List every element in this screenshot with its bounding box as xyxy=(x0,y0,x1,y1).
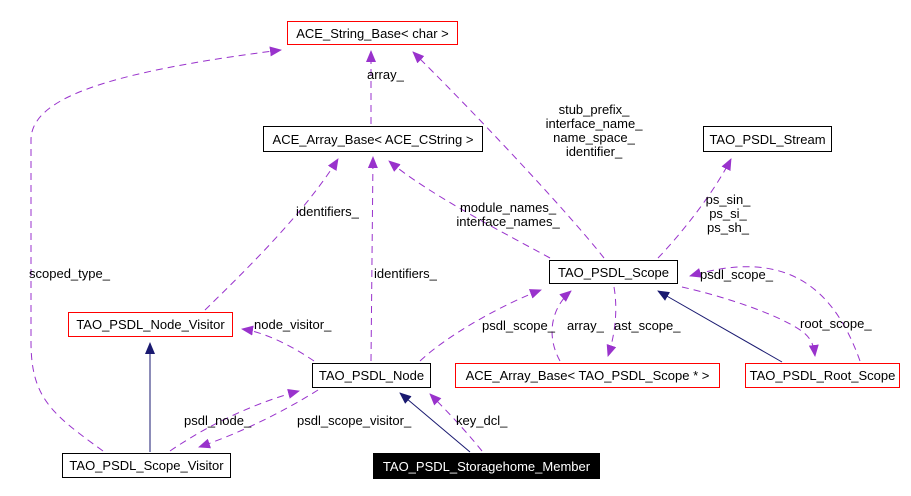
edge-psdl-node-usage xyxy=(169,389,300,452)
edge-label-node-visitor: node_visitor_ xyxy=(254,317,332,332)
edge-label-module-names-block: module_names_ interface_names_ xyxy=(456,200,560,229)
edge-module-names-usage xyxy=(388,160,551,259)
edge-scoped-type-usage xyxy=(30,46,282,452)
edge-label-psdl-scope-from-root: psdl_scope_ xyxy=(700,267,773,282)
edge-label-scoped-type: scoped_type_ xyxy=(29,266,110,281)
edge-label-stub-prefix-block: stub_prefix_ interface_name_ name_space_… xyxy=(545,102,643,159)
edge-label-psdl-scope-visitor: psdl_scope_visitor_ xyxy=(297,413,412,428)
edge-identifiers-node-usage xyxy=(367,156,378,362)
edge-label-key-dcl: key_dcl_ xyxy=(456,413,508,428)
edge-storagehomemember-inherits-node xyxy=(399,392,471,453)
edge-label-ps-block: ps_sin_ ps_si_ ps_sh_ xyxy=(705,192,751,235)
edge-ast-scope-usage xyxy=(606,286,617,357)
edge-label-psdl-node: psdl_node_ xyxy=(184,413,252,428)
edge-ps-stream-usage xyxy=(657,158,732,259)
node-ace-array-base-scope-ptr[interactable]: ACE_Array_Base< TAO_PSDL_Scope * > xyxy=(455,363,720,388)
node-ace-array-base-cstring[interactable]: ACE_Array_Base< ACE_CString > xyxy=(263,126,483,152)
edge-label-root-scope: root_scope_ xyxy=(800,316,872,331)
edge-label-array-scope: array_ xyxy=(567,318,604,333)
edge-key-dcl-usage xyxy=(429,393,483,452)
node-tao-psdl-scope-visitor[interactable]: TAO_PSDL_Scope_Visitor xyxy=(62,453,231,478)
edge-psdl-scope-from-root-usage xyxy=(689,266,861,362)
node-tao-psdl-storagehome-member: TAO_PSDL_Storagehome_Member xyxy=(373,453,600,479)
node-tao-psdl-root-scope[interactable]: TAO_PSDL_Root_Scope xyxy=(745,363,900,388)
edge-node-visitor-usage xyxy=(241,325,315,362)
edge-label-array-string: array_ xyxy=(367,67,404,82)
edge-identifiers-nodevisitor-usage xyxy=(204,158,339,311)
edge-label-psdl-scope-from-node: psdl_scope_ xyxy=(482,318,555,333)
edge-stub-prefix-usage xyxy=(412,51,605,259)
edge-label-identifiers-node: identifiers_ xyxy=(374,266,437,281)
node-tao-psdl-node-visitor[interactable]: TAO_PSDL_Node_Visitor xyxy=(68,312,233,337)
edge-rootscope-inherits-scope xyxy=(657,290,783,363)
edge-array-scope-usage xyxy=(551,290,572,362)
node-tao-psdl-scope[interactable]: TAO_PSDL_Scope xyxy=(549,260,678,284)
node-tao-psdl-node[interactable]: TAO_PSDL_Node xyxy=(312,363,431,388)
edge-root-scope-usage xyxy=(681,286,819,357)
edge-psdl-scope-visitor-usage xyxy=(198,389,319,449)
edge-label-ast-scope: ast_scope_ xyxy=(614,318,681,333)
node-tao-psdl-stream[interactable]: TAO_PSDL_Stream xyxy=(703,126,832,152)
edge-psdl-scope-from-node-usage xyxy=(419,289,542,362)
edge-label-identifiers-node-visitor: identifiers_ xyxy=(296,204,359,219)
node-ace-string-base[interactable]: ACE_String_Base< char > xyxy=(287,21,458,45)
